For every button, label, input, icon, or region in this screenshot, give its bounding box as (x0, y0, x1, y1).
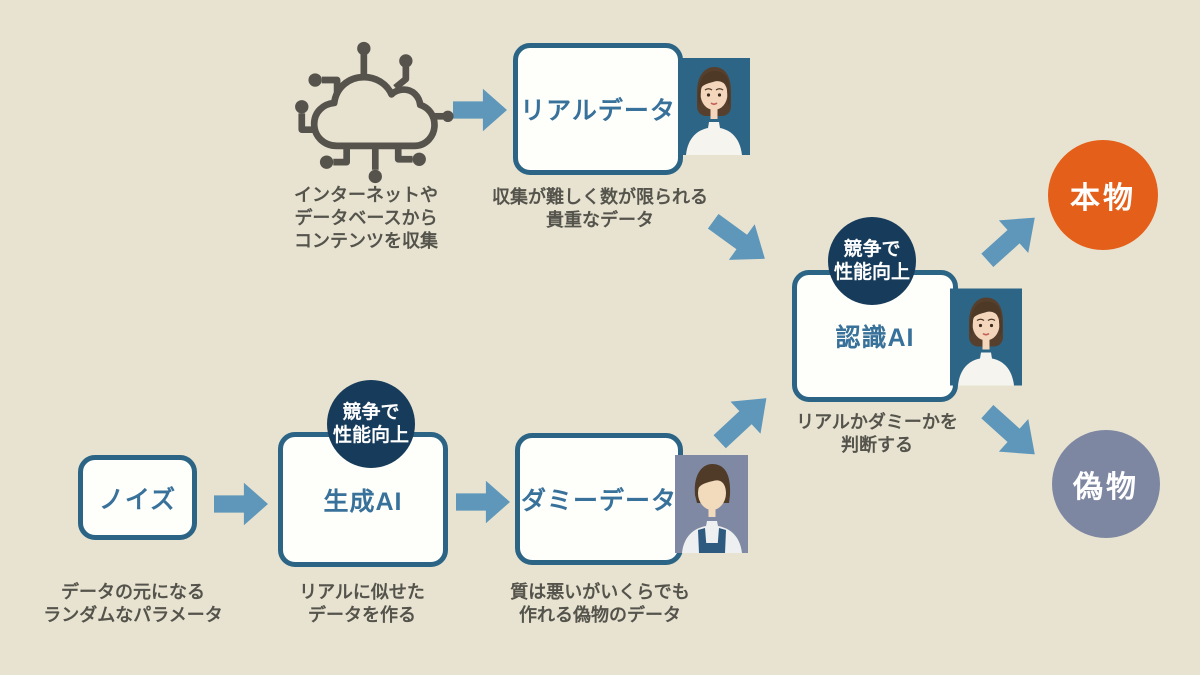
dummy-data-label: ダミーデータ (520, 487, 677, 515)
discriminator-caption: リアルかダミーかを 判断する (796, 412, 958, 455)
dummy-data-caption: 質は悪いがいくらでも 作れる偽物のデータ (510, 582, 690, 625)
real-data-caption: 収集が難しく数が限られる 貴重なデータ (492, 187, 708, 230)
generator-caption: リアルに似せた データを作る (299, 582, 425, 625)
discriminator-label: 認識AI (835, 324, 915, 352)
arrow-discriminator-to-genuine (972, 201, 1049, 277)
genuine-result-circle: 本物 (1048, 140, 1158, 250)
woman-avatar (950, 287, 1022, 387)
arrow-discriminator-to-fake (972, 395, 1049, 471)
real-data-label: リアルデータ (520, 97, 676, 125)
fake-result-circle: 偽物 (1052, 430, 1160, 538)
noise-label: ノイズ (98, 485, 177, 514)
noise-node: ノイズ (78, 455, 197, 540)
arrow-dummy-data-to-discriminator (705, 382, 782, 458)
generator-improve-badge: 競争で 性能向上 (327, 380, 415, 468)
man-avatar (675, 455, 748, 553)
real-data-node: リアルデータ (513, 43, 683, 175)
discriminator-improve-badge: 競争で 性能向上 (828, 217, 916, 305)
arrow-generator-to-dummy-data (456, 480, 510, 524)
arrow-cloud-to-real-data (453, 88, 507, 132)
noise-caption: データの元になる ランダムなパラメータ (43, 582, 223, 625)
woman-avatar (678, 58, 750, 155)
cloud-network-icon (285, 38, 457, 191)
generator-label: 生成AI (323, 487, 403, 516)
cloud-source-caption: インターネットや データベースから コンテンツを収集 (294, 185, 438, 251)
arrow-noise-to-generator (214, 482, 268, 526)
dummy-data-node: ダミーデータ (515, 433, 683, 565)
